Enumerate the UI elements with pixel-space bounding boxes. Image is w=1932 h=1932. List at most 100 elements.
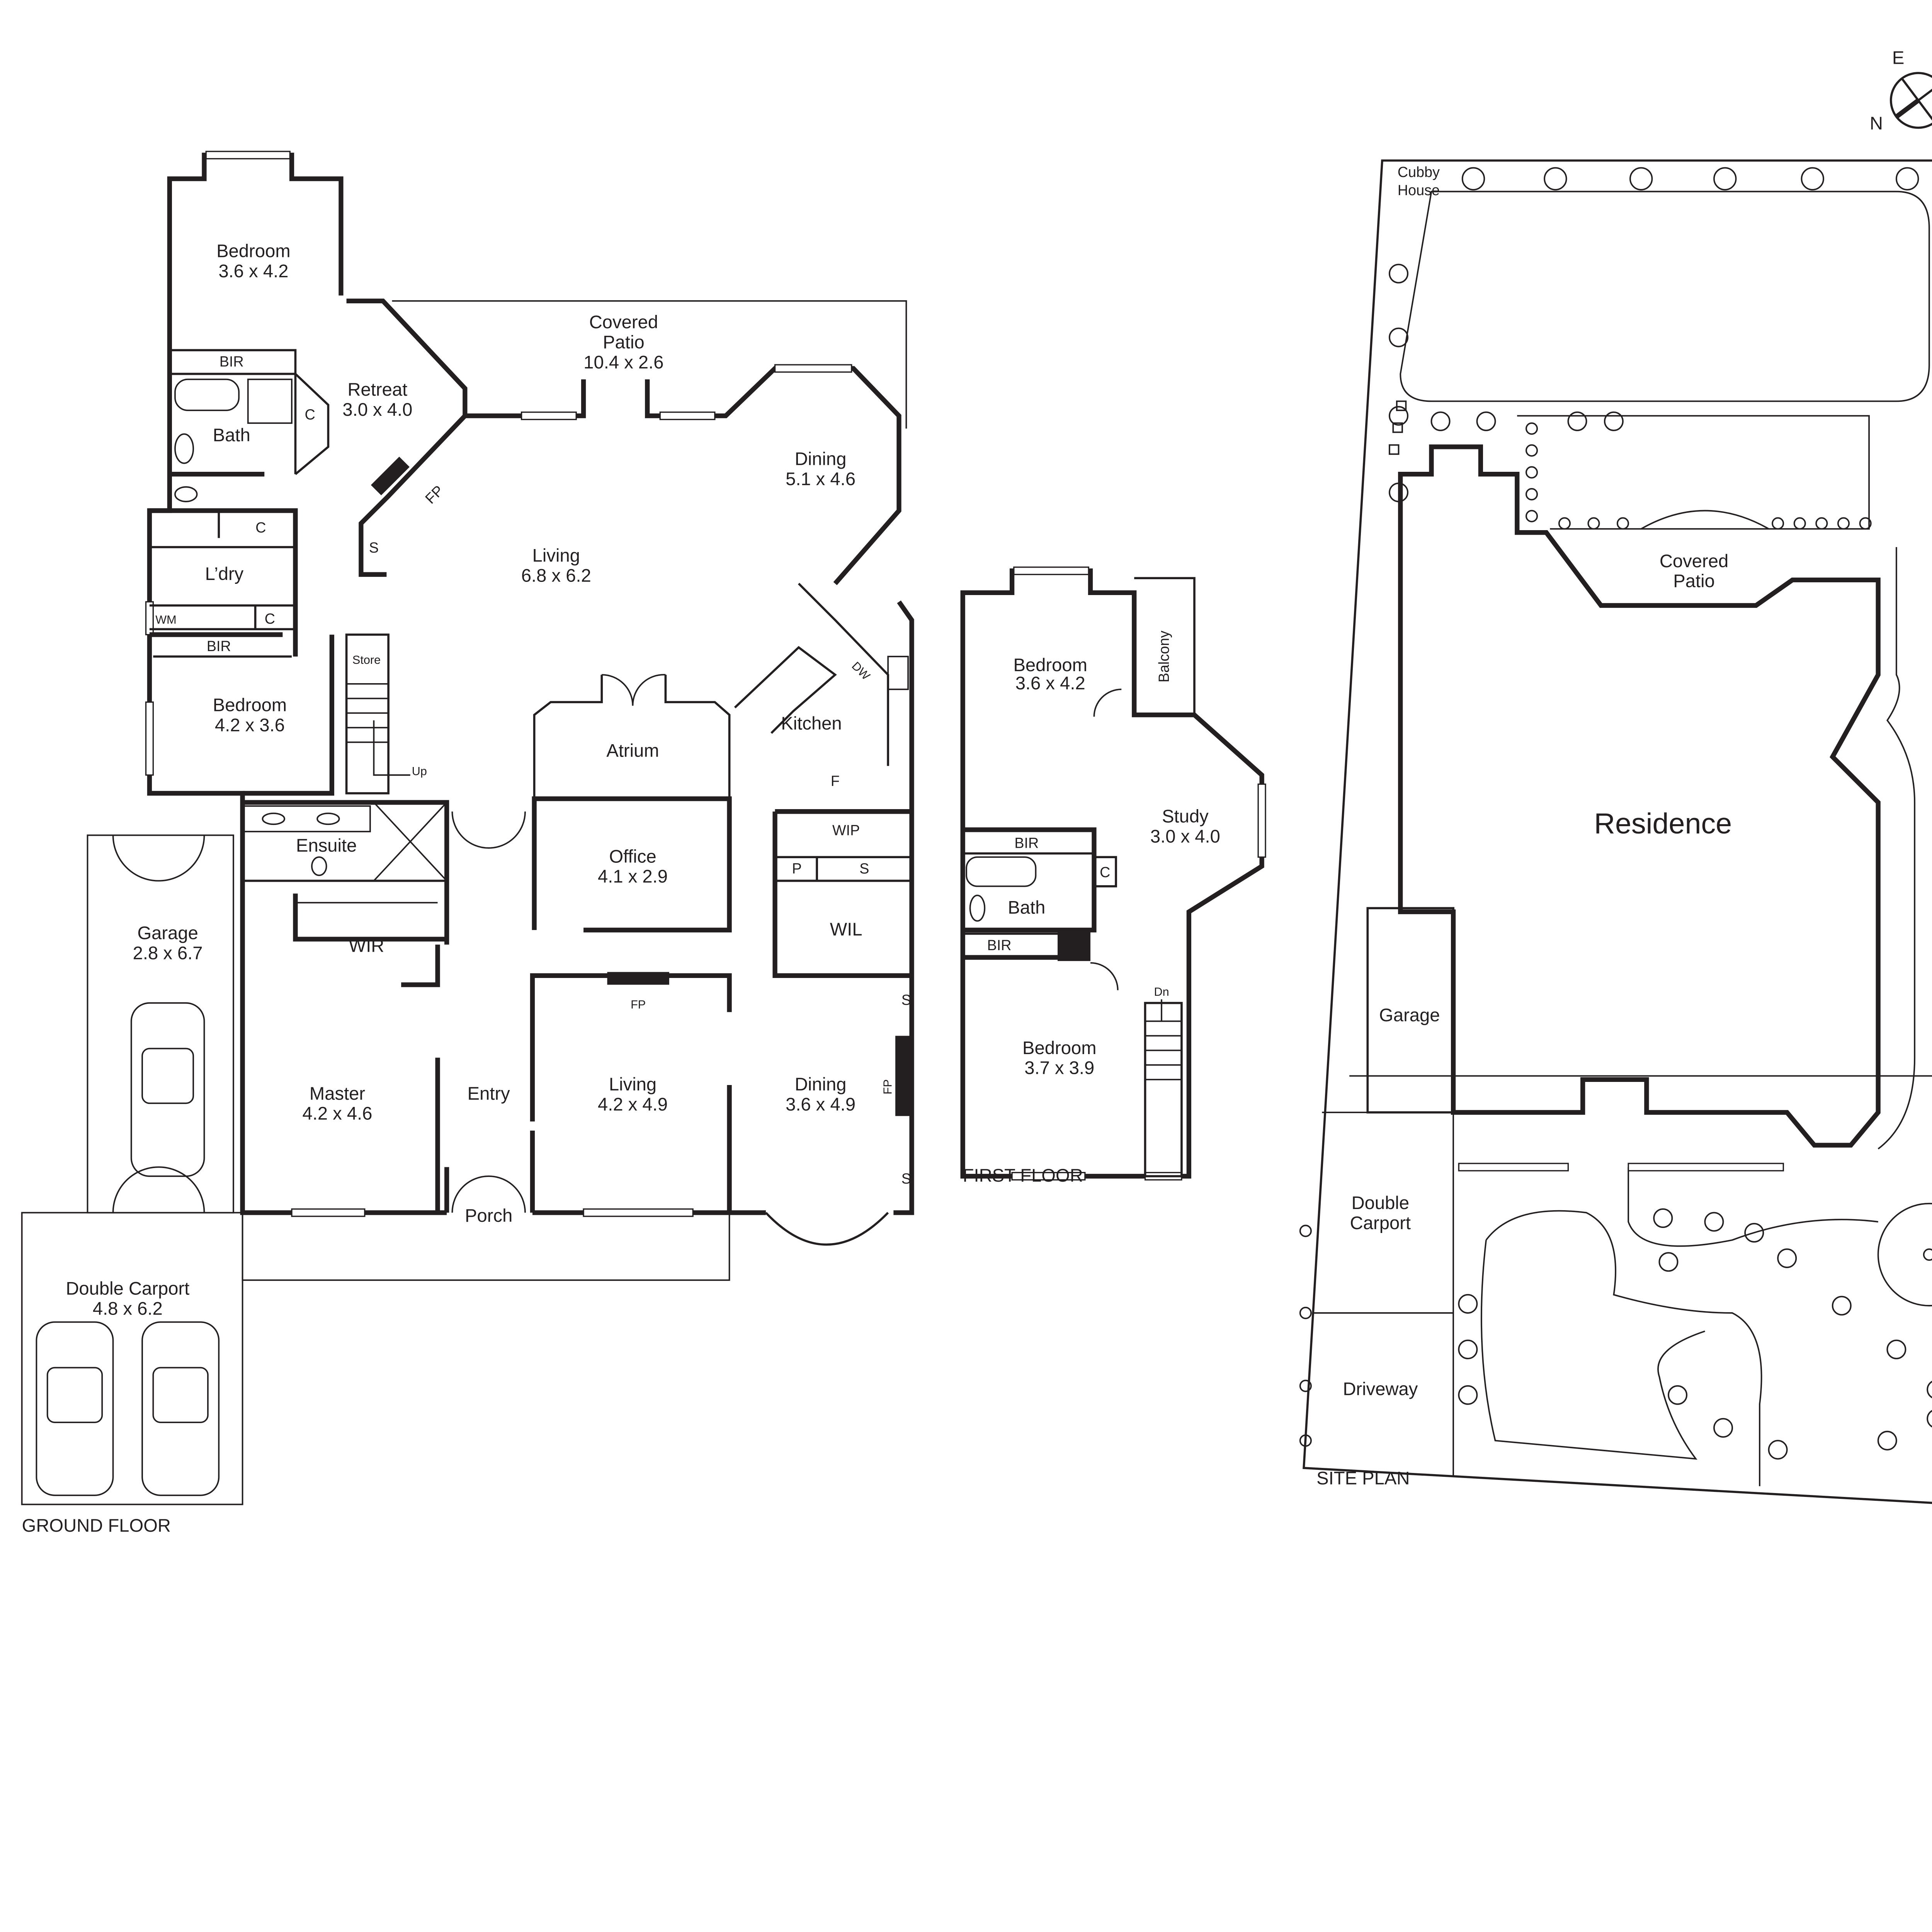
tree-icon (1653, 1208, 1673, 1228)
tree-icon (1629, 167, 1653, 190)
room-label: BIR (219, 354, 244, 370)
tree-icon (1886, 1339, 1906, 1359)
tree-icon (1458, 1339, 1478, 1359)
residence-label: Residence (1594, 807, 1732, 840)
room-dims: 6.8 x 6.2 (521, 566, 591, 586)
room-label: L’dry (205, 564, 244, 584)
room-label: Office (609, 846, 656, 867)
tree-icon (1768, 1440, 1788, 1460)
room-label: Balcony (1156, 631, 1172, 682)
tree-icon (1801, 167, 1824, 190)
car-icon (36, 1321, 114, 1496)
stairs-up-label: Up (412, 765, 427, 778)
room-label: Store (352, 653, 381, 667)
room-dims: 4.2 x 4.9 (598, 1094, 668, 1115)
room-label: Bedroom (216, 241, 290, 262)
tree-icon (1927, 1381, 1932, 1398)
room-dims: 4.2 x 4.6 (303, 1104, 372, 1124)
room-label: WIP (832, 822, 860, 838)
first-floor-caption: FIRST FLOOR (963, 1165, 1083, 1186)
compass-e: E (1892, 48, 1904, 68)
tree-icon (1815, 517, 1828, 530)
tree-icon (1458, 1294, 1478, 1314)
fireplace-label: FP (631, 998, 646, 1011)
tree-icon (1604, 411, 1624, 431)
stairs-down-label: Dn (1154, 985, 1169, 998)
room-label: Ensuite (296, 835, 357, 856)
site-label: Patio (1673, 571, 1715, 592)
site-trees (1299, 167, 1932, 1460)
room-label: Atrium (606, 741, 659, 761)
room-label: WM (155, 613, 176, 626)
room-label: Kitchen (781, 713, 842, 734)
compass-n: N (1870, 113, 1883, 134)
fireplace-label: FP (881, 1079, 895, 1094)
room-label: BIR (1014, 835, 1039, 851)
room-label: Bedroom (213, 695, 287, 716)
room-dims: 3.0 x 4.0 (1150, 826, 1220, 847)
room-label: Dining (795, 449, 847, 469)
room-label: Living (609, 1074, 656, 1095)
site-label: Carport (1350, 1213, 1411, 1233)
room-label: Bedroom (1013, 655, 1087, 675)
tree-icon (1793, 517, 1806, 530)
tree-icon (1895, 167, 1919, 190)
room-label: Retreat (347, 379, 407, 400)
car-icon (130, 1002, 205, 1177)
room-label: Master (310, 1083, 365, 1104)
site-plan-labels: Cubby House Covered Patio Residence Gara… (1316, 164, 1732, 1489)
tree-icon (1744, 1223, 1764, 1243)
dishwasher-label: DW (849, 659, 872, 682)
tree-icon (1458, 1385, 1478, 1405)
room-label: C (255, 519, 266, 536)
tree-icon (1544, 167, 1567, 190)
room-label: S (901, 992, 911, 1008)
tree-icon (1525, 510, 1538, 522)
large-tree-icon (1877, 1202, 1932, 1306)
room-dims: 3.7 x 3.9 (1024, 1058, 1094, 1078)
tree-icon (1713, 1418, 1733, 1438)
tree-icon (1558, 517, 1571, 530)
room-dims: 4.2 x 3.6 (215, 715, 285, 736)
room-dims: 3.6 x 4.2 (218, 261, 288, 281)
room-label: WIR (349, 936, 384, 956)
room-label: Study (1162, 806, 1209, 827)
tree-icon (1567, 411, 1587, 431)
tree-icon (1476, 411, 1496, 431)
site-label: Double (1352, 1193, 1410, 1213)
tree-icon (1877, 1430, 1897, 1451)
plans: Bedroom 3.6 x 4.2 BIR C Bath Retreat 3.0… (21, 151, 1932, 1536)
room-dims: 4.1 x 2.9 (598, 866, 668, 887)
tree-icon (1837, 517, 1850, 530)
tree-icon (1389, 327, 1409, 347)
tree-icon (1525, 466, 1538, 479)
room-label: S (901, 1170, 911, 1187)
tree-icon (1525, 422, 1538, 435)
room-dims: 10.4 x 2.6 (583, 352, 663, 372)
room-label: Bedroom (1022, 1038, 1096, 1058)
floor-plan: E S N W (21, 48, 1932, 1536)
tree-icon (1668, 1385, 1688, 1405)
tree-icon (1616, 517, 1629, 530)
site-label: House (1398, 182, 1440, 198)
room-dims: 3.0 x 4.0 (342, 400, 412, 420)
tree-icon (1777, 1248, 1797, 1268)
tree-icon (1299, 1306, 1312, 1319)
first-floor-plan (960, 566, 1266, 1181)
first-floor-labels: Bedroom 3.6 x 4.2 Balcony BIR C Study 3.… (963, 631, 1220, 1186)
tree-icon (1704, 1212, 1724, 1232)
site-label: Driveway (1343, 1379, 1418, 1399)
tree-icon (1525, 488, 1538, 501)
tree-icon (1927, 1410, 1932, 1428)
site-plan-caption: SITE PLAN (1316, 1468, 1410, 1489)
room-dims: 5.1 x 4.6 (786, 469, 855, 489)
room-dims: 2.8 x 6.7 (133, 943, 203, 963)
tree-icon (1389, 406, 1409, 426)
room-dims: 3.6 x 4.2 (1015, 673, 1085, 694)
tree-icon (1299, 1225, 1312, 1237)
room-label: Garage (137, 923, 198, 944)
room-label: S (859, 861, 869, 877)
room-label: Bath (1008, 897, 1045, 918)
room-label: Double Carport (66, 1279, 189, 1299)
room-label: Covered (589, 312, 658, 333)
